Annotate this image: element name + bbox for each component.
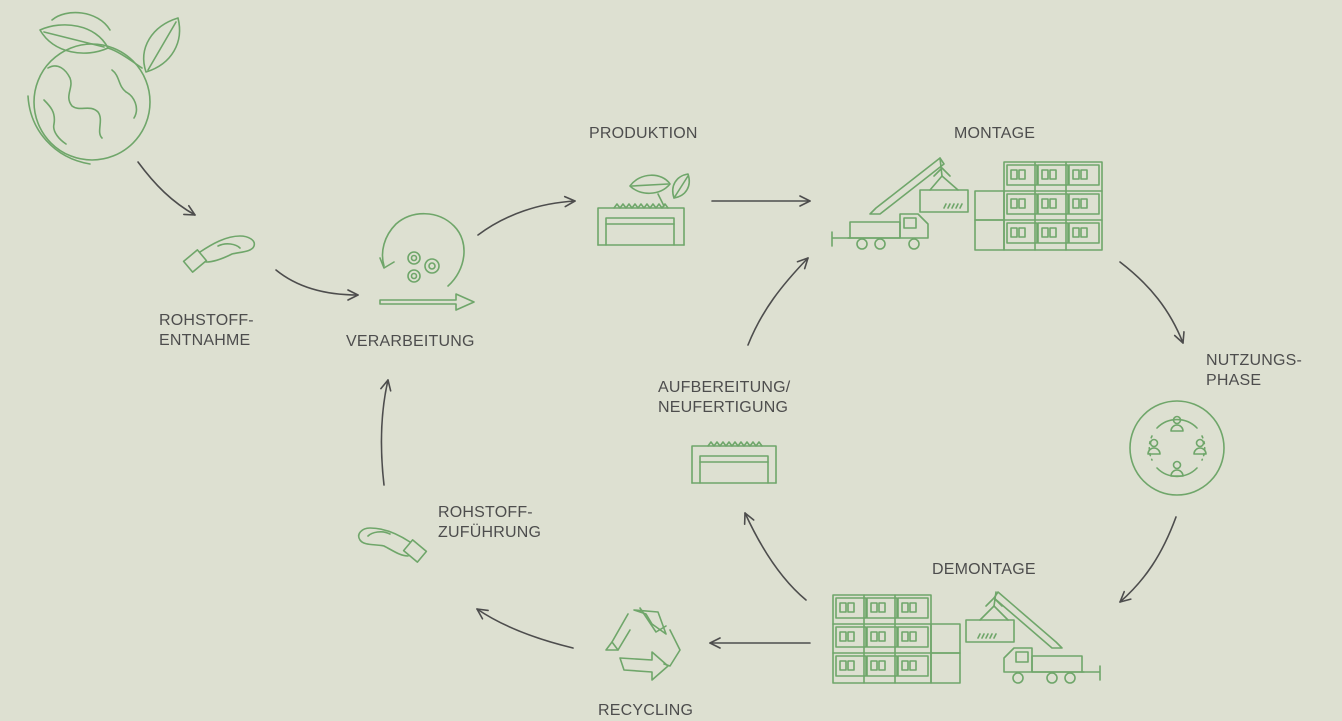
crane-truck-icon-montage [831, 157, 969, 250]
arrow-recycling-to-zufuehrung [476, 608, 574, 649]
factory-leaf-icon [597, 173, 690, 246]
label-produktion: PRODUKTION [589, 124, 698, 144]
arrow-earth-to-entnahme [137, 161, 196, 216]
label-nutzungsphase: NUTZUNGS- PHASE [1206, 351, 1302, 391]
label-montage: MONTAGE [954, 124, 1035, 144]
label-line: AUFBEREITUNG/ [658, 379, 791, 396]
label-demontage: DEMONTAGE [932, 560, 1036, 580]
hand-icon-entnahme [182, 235, 256, 273]
label-verarbeitung: VERARBEITUNG [346, 332, 475, 352]
label-line: PHASE [1206, 372, 1262, 389]
arrow-entnahme-to-verarbeitung [275, 269, 359, 301]
community-icon [1129, 400, 1225, 496]
earth-leaf-icon [27, 11, 181, 165]
arrow-demontage-to-aufbereitung [743, 512, 807, 601]
label-line: ROHSTOFF- [159, 312, 254, 329]
label-line: MONTAGE [954, 125, 1036, 142]
arrow-verarbeitung-to-produktion [477, 195, 576, 236]
label-line: ENTNAHME [159, 332, 251, 349]
label-line: VERARBEITUNG [346, 333, 475, 350]
label-line: RECYCLING [598, 702, 694, 719]
label-recycling: RECYCLING [598, 701, 693, 721]
arrow-zufuehrung-to-verarbeitung [380, 379, 392, 486]
arrow-nutzung-to-demontage [1119, 516, 1177, 603]
label-rohstoff-entnahme: ROHSTOFF- ENTNAHME [159, 311, 254, 351]
arrow-montage-to-nutzung [1119, 261, 1185, 344]
label-line: PRODUKTION [589, 125, 698, 142]
label-line: ZUFÜHRUNG [438, 524, 542, 541]
label-aufbereitung: AUFBEREITUNG/ NEUFERTIGUNG [658, 378, 790, 418]
label-line: NEUFERTIGUNG [658, 399, 789, 416]
hand-icon-zufuehrung [357, 527, 428, 563]
label-line: ROHSTOFF- [438, 504, 533, 521]
label-rohstoff-zufuehrung: ROHSTOFF- ZUFÜHRUNG [438, 503, 541, 543]
gears-cycle-icon [379, 213, 475, 311]
arrow-aufbereitung-to-montage [747, 257, 809, 346]
factory-icon [691, 441, 777, 484]
crane-truck-icon-demontage [965, 591, 1101, 684]
container-stack-icon-demontage [832, 594, 961, 684]
container-stack-icon-montage [974, 161, 1103, 251]
label-line: DEMONTAGE [932, 561, 1036, 578]
label-line: NUTZUNGS- [1206, 352, 1303, 369]
recycle-icon [605, 607, 681, 681]
